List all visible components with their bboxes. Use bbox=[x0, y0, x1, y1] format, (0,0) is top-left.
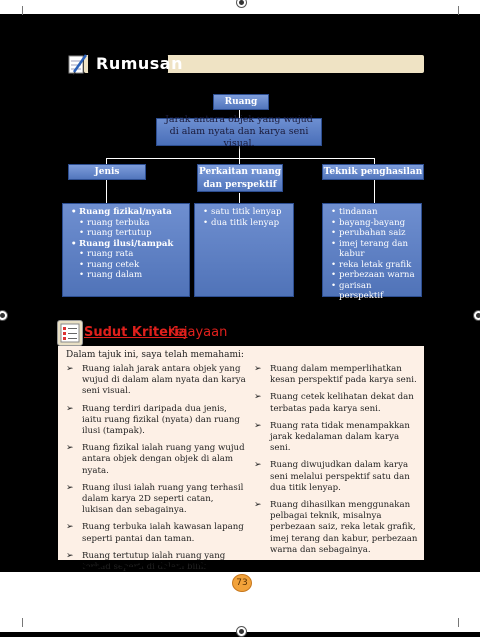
branch-list-item: Ruang fizikal/nyata bbox=[71, 207, 185, 218]
rumusan-tab bbox=[88, 52, 168, 76]
connector-line bbox=[374, 158, 375, 164]
criteria-item: ➢ Ruang terdiri daripada dua jenis, iaitu… bbox=[66, 404, 246, 438]
teknik-list: tindananbayang-bayangperubahan saizimej … bbox=[327, 207, 417, 302]
branch-list-item: bayang-bayang bbox=[331, 218, 417, 229]
branch-list-item: dua titik lenyap bbox=[203, 218, 289, 229]
branch-list-item: Ruang ilusi/tampak bbox=[71, 239, 185, 250]
criteria-item: ➢ Ruang cetek kelihatan dekat dan terbata… bbox=[254, 392, 422, 414]
diagram-definition: Jarak antara objek yang wujud di alam ny… bbox=[156, 114, 322, 149]
rumusan-title: Rumusan bbox=[96, 54, 183, 73]
connector-line bbox=[106, 158, 107, 164]
criteria-item: ➢ Ruang rata tidak menampakkan jarak keda… bbox=[254, 421, 422, 455]
crop-mark bbox=[458, 618, 459, 627]
criteria-item: ➢ Ruang fizikal ialah ruang yang wujud an… bbox=[66, 443, 246, 477]
arrow-bullet-icon: ➢ bbox=[66, 443, 74, 454]
criteria-text: Ruang rata tidak menampakkan jarak kedal… bbox=[270, 420, 410, 454]
criteria-text: Ruang dalam memperlihatkan kesan perspek… bbox=[270, 364, 417, 386]
sudut-kriteria-panel bbox=[58, 346, 424, 560]
connector-line bbox=[239, 146, 240, 158]
sudut-kriteria-title: Sudut Kriteria bbox=[84, 325, 188, 340]
branch-list-item: reka letak grafik bbox=[331, 260, 417, 271]
arrow-bullet-icon: ➢ bbox=[254, 364, 262, 374]
arrow-bullet-icon: ➢ bbox=[254, 392, 262, 403]
page-number: 73 bbox=[232, 574, 252, 592]
arrow-bullet-icon: ➢ bbox=[254, 460, 262, 471]
registration-mark-icon bbox=[0, 310, 8, 321]
criteria-text: Ruang diwujudkan dalam karya seni melalu… bbox=[270, 460, 410, 493]
rumusan-banner bbox=[84, 55, 424, 73]
criteria-text: Ruang ialah jarak antara objek yang wuju… bbox=[82, 364, 246, 397]
branch-list-item: ruang tertutup bbox=[79, 228, 185, 239]
kejayaan-title: Kejayaan bbox=[168, 325, 228, 340]
connector-line bbox=[106, 158, 374, 159]
branch-list-item: tindanan bbox=[331, 207, 417, 218]
criteria-item: ➢ Ruang diwujudkan dalam karya seni melal… bbox=[254, 460, 422, 494]
criteria-item: ➢ Ruang dalam memperlihatkan kesan perspe… bbox=[254, 364, 422, 386]
criteria-item: ➢ Ruang ialah jarak antara objek yang wuj… bbox=[66, 364, 246, 398]
criteria-text: Ruang ilusi ialah ruang yang terhasil da… bbox=[82, 482, 244, 516]
connector-line bbox=[239, 158, 240, 164]
branch-box-perkaitan: satu titik lenyapdua titik lenyap bbox=[194, 203, 294, 297]
branch-list-item: garisan perspektif bbox=[331, 281, 417, 302]
crop-mark bbox=[22, 6, 23, 15]
crop-mark bbox=[458, 6, 459, 15]
criteria-left-column: ➢ Ruang ialah jarak antara objek yang wuj… bbox=[66, 364, 246, 579]
criteria-right-column: ➢ Ruang dalam memperlihatkan kesan perspe… bbox=[254, 364, 422, 562]
perkaitan-list: satu titik lenyapdua titik lenyap bbox=[199, 207, 289, 228]
arrow-bullet-icon: ➢ bbox=[66, 550, 74, 561]
criteria-text: Ruang terbuka ialah kawasan lapang seper… bbox=[82, 522, 244, 544]
arrow-bullet-icon: ➢ bbox=[66, 482, 74, 493]
diagram-root: Ruang bbox=[213, 94, 269, 110]
branch-label-jenis: Jenis bbox=[68, 164, 146, 180]
criteria-item: ➢ Ruang tertutup ialah ruang yang terhad … bbox=[66, 551, 246, 573]
crop-mark bbox=[22, 618, 23, 627]
sudut-intro: Dalam tajuk ini, saya telah memahami: bbox=[66, 350, 244, 360]
branch-list-item: satu titik lenyap bbox=[203, 207, 289, 218]
branch-label-perkaitan: Perkaitan ruang dan perspektif bbox=[197, 164, 283, 192]
arrow-bullet-icon: ➢ bbox=[66, 522, 74, 533]
arrow-bullet-icon: ➢ bbox=[66, 403, 74, 414]
connector-line bbox=[374, 179, 375, 203]
branch-list-item: ruang rata bbox=[79, 249, 185, 260]
checklist-icon bbox=[57, 320, 83, 346]
criteria-text: Ruang fizikal ialah ruang yang wujud ant… bbox=[82, 443, 245, 476]
decorative-scribble-border bbox=[62, 560, 422, 570]
criteria-text: Ruang tertutup ialah ruang yang terhad s… bbox=[82, 550, 226, 573]
arrow-bullet-icon: ➢ bbox=[254, 500, 262, 511]
branch-list-item: imej terang dan kabur bbox=[331, 239, 417, 260]
branch-list-item: ruang cetek bbox=[79, 260, 185, 271]
criteria-item: ➢ Ruang ilusi ialah ruang yang terhasil d… bbox=[66, 483, 246, 517]
criteria-text: Ruang dihasilkan menggunakan pelbagai te… bbox=[270, 500, 418, 555]
branch-list-item: perbezaan warna bbox=[331, 270, 417, 281]
branch-label-teknik: Teknik penghasilan bbox=[322, 164, 424, 180]
branch-box-teknik: tindananbayang-bayangperubahan saizimej … bbox=[322, 203, 422, 301]
branch-list-item: ruang dalam bbox=[79, 270, 185, 281]
connector-line bbox=[239, 108, 240, 118]
branch-box-jenis: Ruang fizikal/nyataruang terbukaruang te… bbox=[62, 203, 190, 297]
criteria-text: Ruang terdiri daripada dua jenis, iaitu … bbox=[82, 403, 240, 437]
arrow-bullet-icon: ➢ bbox=[254, 420, 262, 431]
jenis-list: Ruang fizikal/nyataruang terbukaruang te… bbox=[67, 207, 185, 281]
branch-list-item: perubahan saiz bbox=[331, 228, 417, 239]
connector-line bbox=[106, 179, 107, 203]
branch-list-item: ruang terbuka bbox=[79, 218, 185, 229]
arrow-bullet-icon: ➢ bbox=[66, 364, 74, 374]
registration-mark-icon bbox=[236, 0, 247, 8]
registration-mark-icon bbox=[473, 310, 480, 321]
criteria-item: ➢ Ruang terbuka ialah kawasan lapang sepe… bbox=[66, 522, 246, 544]
pencil-notebook-icon bbox=[68, 54, 88, 75]
criteria-item: ➢ Ruang dihasilkan menggunakan pelbagai t… bbox=[254, 500, 422, 556]
criteria-text: Ruang cetek kelihatan dekat dan terbatas… bbox=[270, 392, 414, 414]
connector-line bbox=[239, 193, 240, 203]
